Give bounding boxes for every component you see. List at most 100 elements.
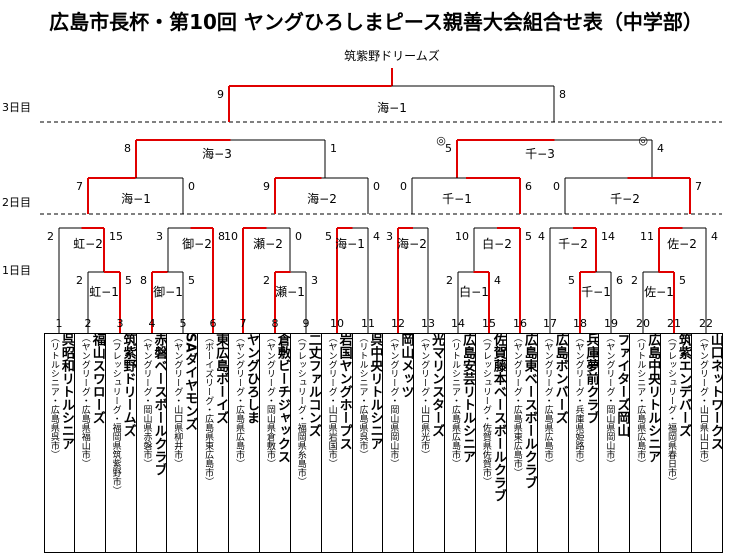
match-label: 白−1 [459, 284, 489, 299]
match-score-left: 0 [553, 180, 560, 193]
team-name: 筑紫エンデバーズ [676, 333, 692, 437]
match-score-right: 5 [188, 274, 195, 287]
team-league: （ヤングリーグ・岡山県岡山市） [388, 333, 399, 468]
slot-number: 1 [56, 317, 63, 330]
match-score-right: 7 [695, 180, 702, 193]
team-league: （ヤングリーグ・兵庫県姫路市） [573, 333, 584, 468]
match-label: 海−2 [397, 236, 427, 251]
team-name: 岡山メッツ [398, 333, 414, 398]
team-league: （ヤングリーグ・広島県広島市） [542, 333, 553, 468]
match-score-right: 14 [601, 230, 615, 243]
team-name: 福山スワローズ [89, 333, 105, 424]
match-label: 海−3 [202, 146, 232, 161]
match-score-left: 10 [455, 230, 469, 243]
team-column: 広島安芸リトルシニア（リトルシニア・広島県広島市） [445, 333, 477, 553]
team-league: （ヤングリーグ・岡山県岡山市） [604, 333, 615, 468]
team-name: 広島ボンバーズ [552, 333, 568, 424]
team-league: （リトルシニア・広島県広島市） [635, 333, 646, 468]
match-label: 御−2 [182, 236, 212, 251]
team-name: 広島東ベースボールクラブ [521, 333, 537, 489]
slot-number: 10 [330, 317, 344, 330]
team-column: 岡山メッツ（ヤングリーグ・岡山県岡山市） [383, 333, 415, 553]
match-score-right: 4 [657, 142, 664, 155]
slot-number: 5 [180, 317, 187, 330]
match-score-left: 3 [156, 230, 163, 243]
match-score-left: 2 [446, 274, 453, 287]
match-score-right: 5 [125, 274, 132, 287]
match-label: 海−2 [307, 191, 337, 206]
team-name: 赤磐ベースボールクラブ [151, 333, 167, 476]
match-label: 千−3 [525, 147, 555, 161]
match-score-right: 1 [330, 142, 337, 155]
match-score-left: 5 [568, 274, 575, 287]
team-league: （フレッシュリーグ・佐賀県佐賀市） [480, 333, 491, 486]
team-column: ファイターズ岡山（ヤングリーグ・岡山県岡山市） [599, 333, 631, 553]
match-mark-right: ◎ [638, 134, 648, 147]
team-column: 筑紫エンデバーズ（フレッシュリーグ・福岡県春日市） [661, 333, 693, 553]
team-name: 光マリンスターズ [429, 333, 445, 437]
match-label: 千−2 [558, 237, 588, 251]
team-name: 広島中央リトルシニア [645, 333, 661, 463]
match-score-left: 11 [640, 230, 654, 243]
team-name: ヤングひろしま [244, 333, 260, 424]
team-column: 広島ボンバーズ（ヤングリーグ・広島県広島市） [538, 333, 569, 553]
team-name: SAダイヤモンズ [182, 333, 198, 431]
match-score-right: 3 [311, 274, 318, 287]
match-score-left: 10 [224, 230, 238, 243]
team-column: 筑紫野ドリームズ（フレッシュリーグ・福岡県筑紫野市） [106, 333, 137, 553]
slot-number: 20 [636, 317, 650, 330]
slot-number: 3 [117, 317, 124, 330]
team-column: 福山スワローズ（ヤングリーグ・広島県福山市） [75, 333, 106, 553]
team-column: 岩国ヤングホープス（ヤングリーグ・山口県岩国市） [322, 333, 353, 553]
team-column: 赤磐ベースボールクラブ（ヤングリーグ・岡山県赤磐市） [137, 333, 168, 553]
team-column: 東広島ボーイズ（ボーイズリーグ・広島県東広島市） [198, 333, 230, 553]
match-score-left: 9 [217, 88, 224, 101]
team-column: 兵庫夢前クラブ（ヤングリーグ・兵庫県姫路市） [569, 333, 600, 553]
match-score-right: 0 [373, 180, 380, 193]
team-league: （ヤングリーグ・山口県光市） [419, 333, 430, 459]
slot-number: 21 [667, 317, 681, 330]
match-score-left: 8 [140, 274, 147, 287]
slot-number: 14 [451, 317, 465, 330]
team-name: 兵庫夢前クラブ [583, 333, 599, 424]
slot-number: 11 [361, 317, 375, 330]
team-column: ヤングひろしま（ヤングリーグ・広島県広島市） [229, 333, 261, 553]
match-score-left: 7 [76, 180, 83, 193]
team-column: 倉敷ビーチジャックス（ヤングリーグ・岡山県倉敷市） [260, 333, 291, 553]
slot-number: 4 [149, 317, 156, 330]
match-score-right: 8 [559, 88, 566, 101]
champion-name: 筑紫野ドリームズ [344, 48, 440, 63]
match-mark-left: ◎ [436, 134, 446, 147]
match-label: 千−2 [610, 192, 640, 206]
match-score-left: 5 [325, 230, 332, 243]
team-name: 東広島ボーイズ [213, 333, 229, 424]
match-label: 佐−2 [667, 237, 697, 251]
match-score-right: 5 [525, 230, 532, 243]
match-label: 佐−1 [644, 285, 674, 299]
match-score-right: 15 [109, 230, 123, 243]
team-column: 二丈ファルコンズ（フレッシュリーグ・福岡県糸島市） [291, 333, 322, 553]
slot-number: 6 [210, 317, 217, 330]
team-league: （ヤングリーグ・広島県広島市） [234, 333, 245, 468]
team-name: 筑紫野ドリームズ [120, 333, 136, 437]
match-score-left: 8 [124, 142, 131, 155]
team-league: （フレッシュリーグ・福岡県筑紫野市） [110, 333, 121, 495]
team-name: 二丈ファルコンズ [305, 333, 321, 437]
match-score-left: 2 [47, 230, 54, 243]
slot-number: 15 [482, 317, 496, 330]
match-score-left: 2 [263, 274, 270, 287]
match-label: 虹−2 [73, 237, 103, 251]
team-league: （ヤングリーグ・広島県東広島市） [511, 333, 522, 477]
team-column: 光マリンスターズ（ヤングリーグ・山口県光市） [414, 333, 446, 553]
round-label-day1: 1日目 [2, 264, 31, 277]
team-league: （ヤングリーグ・山口県山口市） [697, 333, 708, 468]
team-column: 広島中央リトルシニア（リトルシニア・広島県広島市） [630, 333, 662, 553]
team-column: SAダイヤモンズ（ヤングリーグ・山口県柳井市） [167, 333, 199, 553]
match-score-right: 6 [525, 180, 532, 193]
team-league: （ヤングリーグ・岡山県赤磐市） [141, 333, 152, 468]
slot-number: 22 [699, 317, 713, 330]
slot-number: 17 [543, 317, 557, 330]
match-label: 白−2 [482, 236, 512, 251]
round-label-day3: 3日目 [2, 101, 31, 114]
team-league: （ヤングリーグ・山口県岩国市） [326, 333, 337, 468]
